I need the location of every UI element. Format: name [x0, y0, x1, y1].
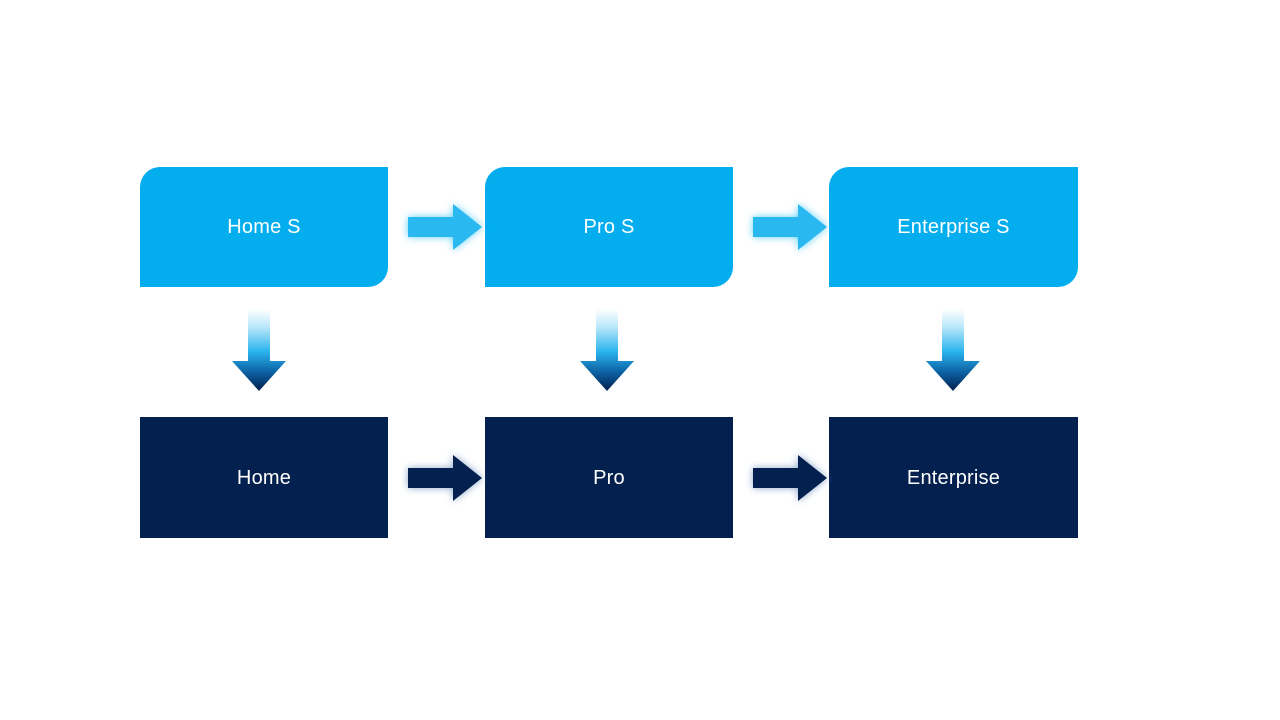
node-pro-s-label: Pro S	[583, 216, 635, 238]
node-enterprise[interactable]: Enterprise	[829, 417, 1078, 538]
node-pro-label: Pro	[593, 466, 625, 489]
node-pro[interactable]: Pro	[485, 417, 733, 538]
arrow-down-icon-pro-s-to-pro	[580, 309, 634, 391]
arrow-down-icon-enterprise-s-to-enterprise	[926, 309, 980, 391]
arrow-right-icon-home-s-to-pro-s	[408, 204, 482, 250]
node-pro-s[interactable]: Pro S	[485, 167, 733, 287]
node-enterprise-label: Enterprise	[906, 466, 1001, 489]
arrow-right-icon-home-to-pro	[408, 455, 482, 501]
node-home-label: Home	[236, 466, 292, 489]
arrow-right-icon-pro-to-enterprise	[753, 455, 827, 501]
node-home[interactable]: Home	[140, 417, 388, 538]
node-home-s[interactable]: Home S	[140, 167, 388, 287]
node-enterprise-s[interactable]: Enterprise S	[829, 167, 1078, 287]
arrow-right-icon-pro-s-to-enterprise-s	[753, 204, 827, 250]
node-home-s-label: Home S	[227, 216, 301, 238]
node-enterprise-s-label: Enterprise S	[897, 216, 1010, 238]
arrow-down-icon-home-s-to-home	[232, 309, 286, 391]
